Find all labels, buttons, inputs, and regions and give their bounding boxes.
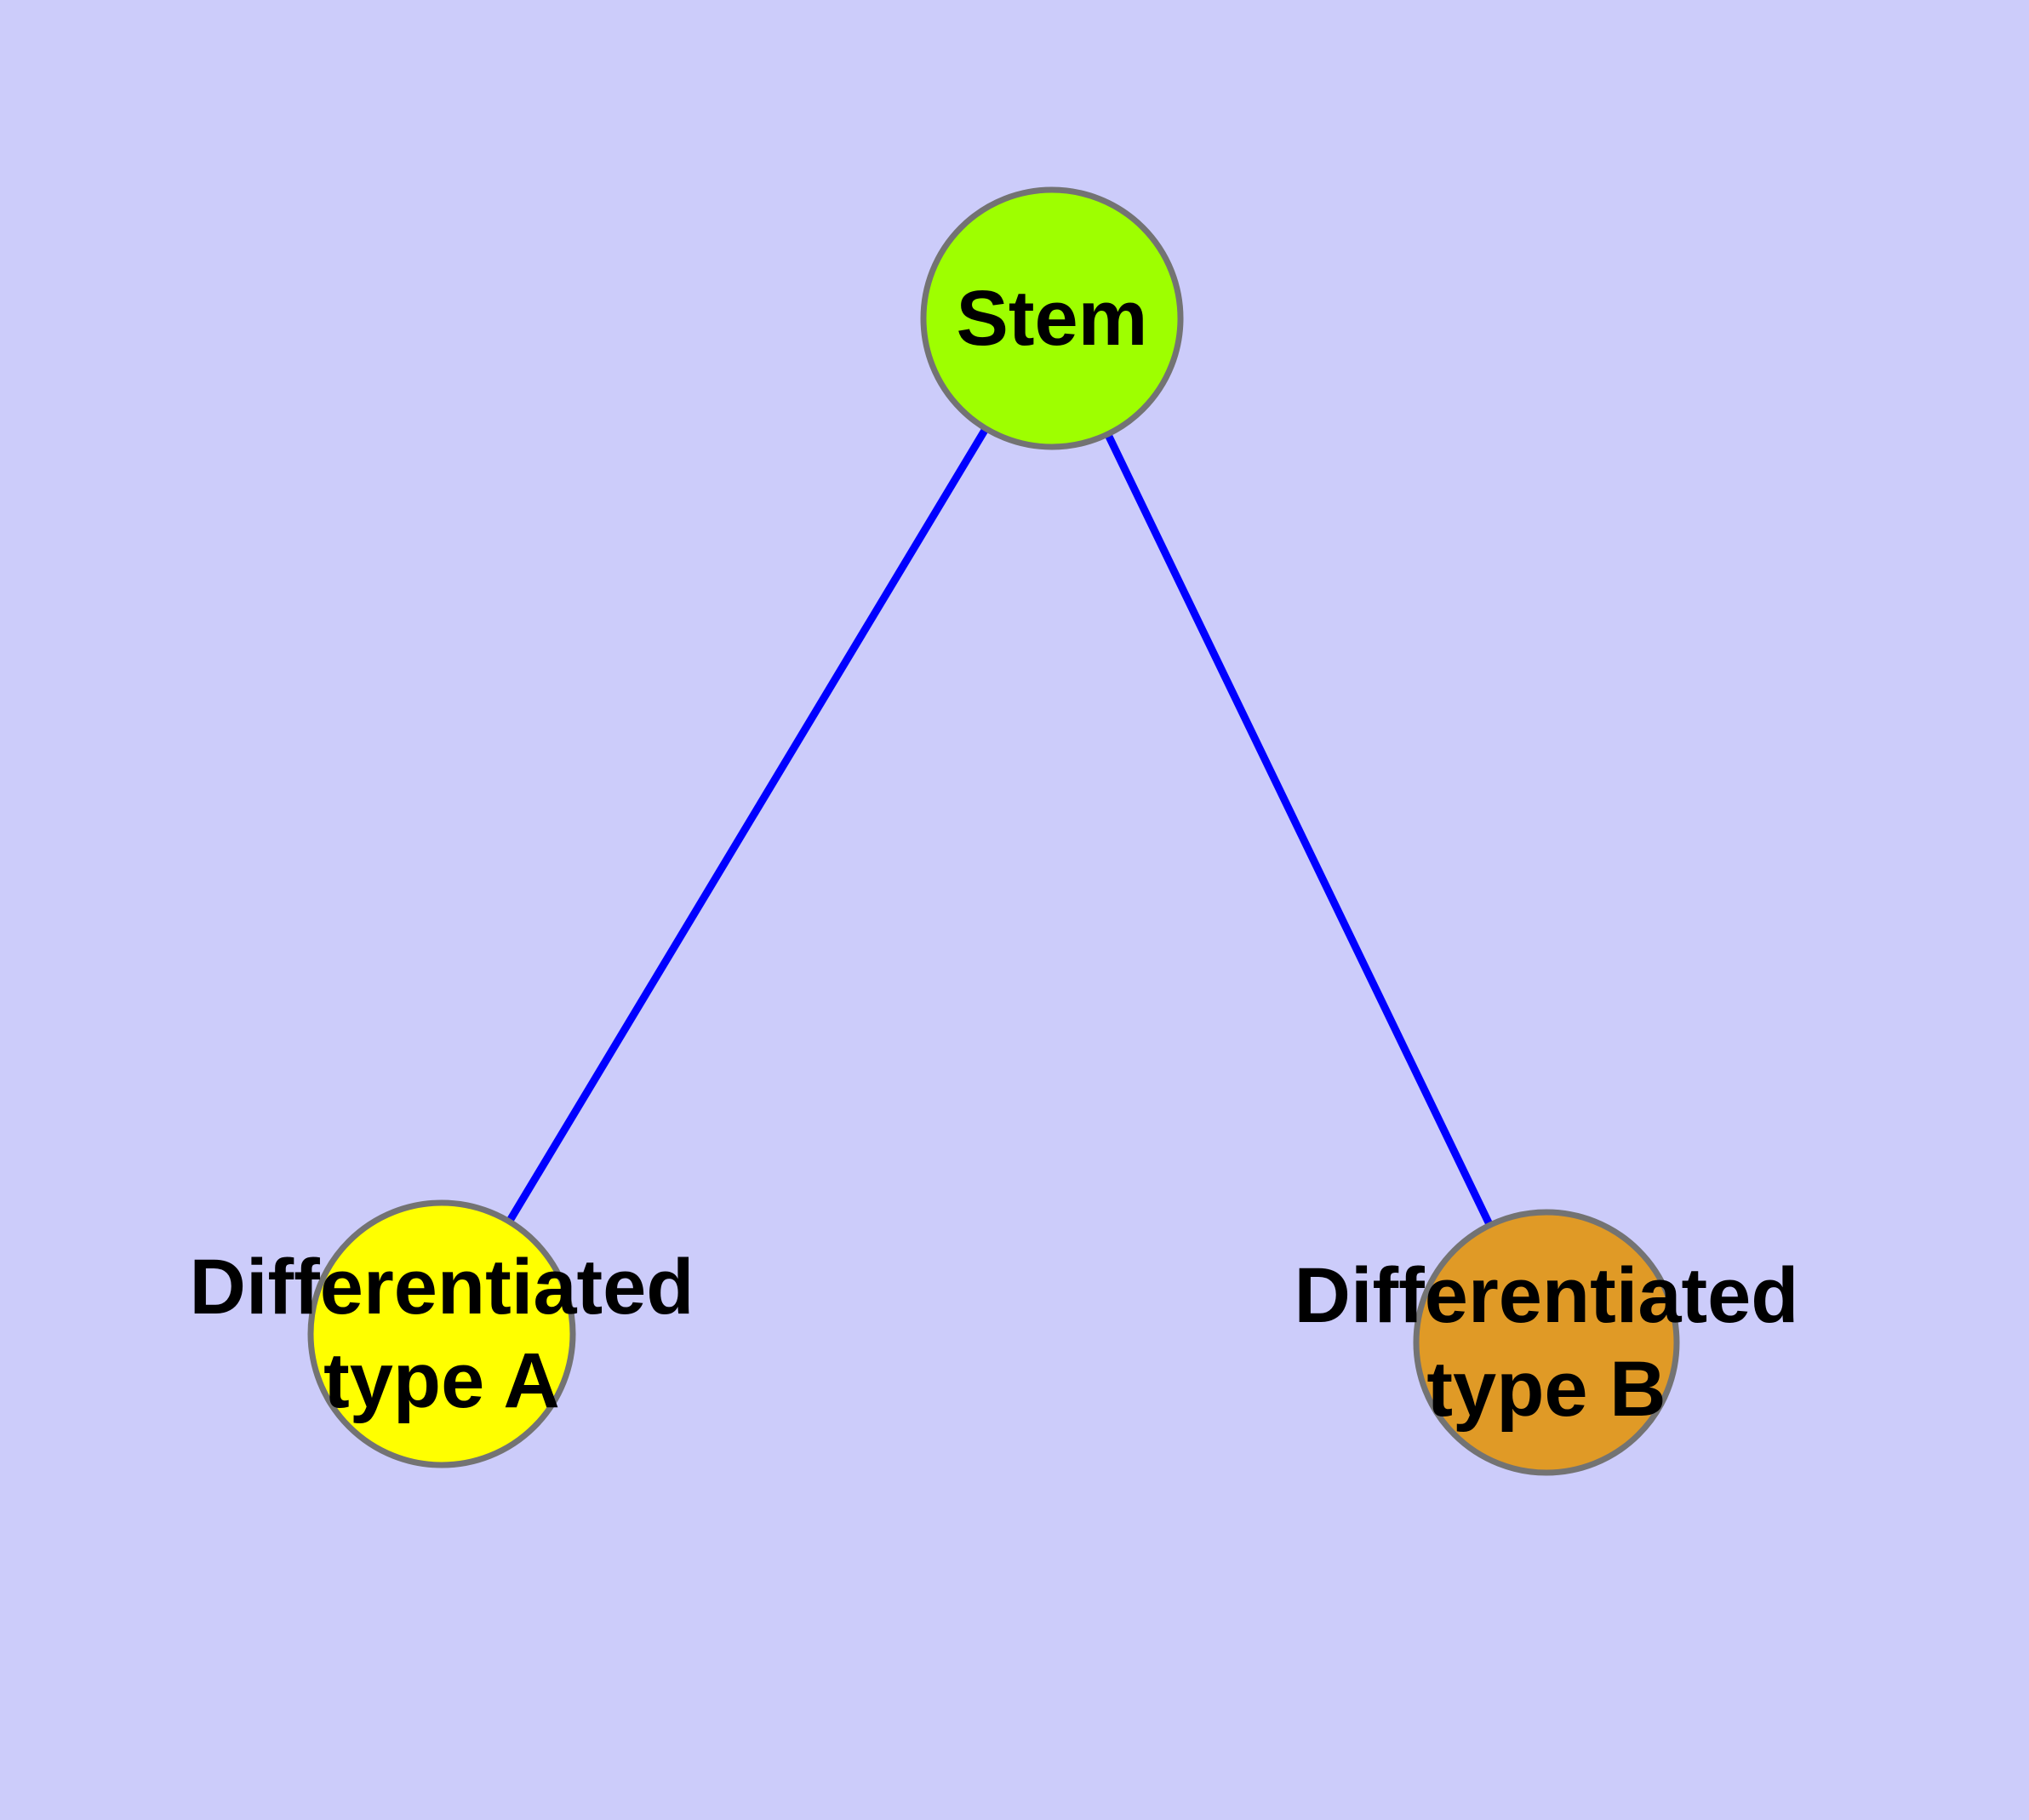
nodes-layer <box>307 186 1680 1476</box>
edges-layer <box>438 316 1551 1344</box>
node-stem[interactable] <box>920 186 1184 450</box>
edge-stem-a[interactable] <box>438 316 1055 1336</box>
edge-stem-b[interactable] <box>1048 317 1551 1344</box>
node-diff_a[interactable] <box>307 1199 576 1468</box>
node-diff_b[interactable] <box>1413 1209 1680 1476</box>
